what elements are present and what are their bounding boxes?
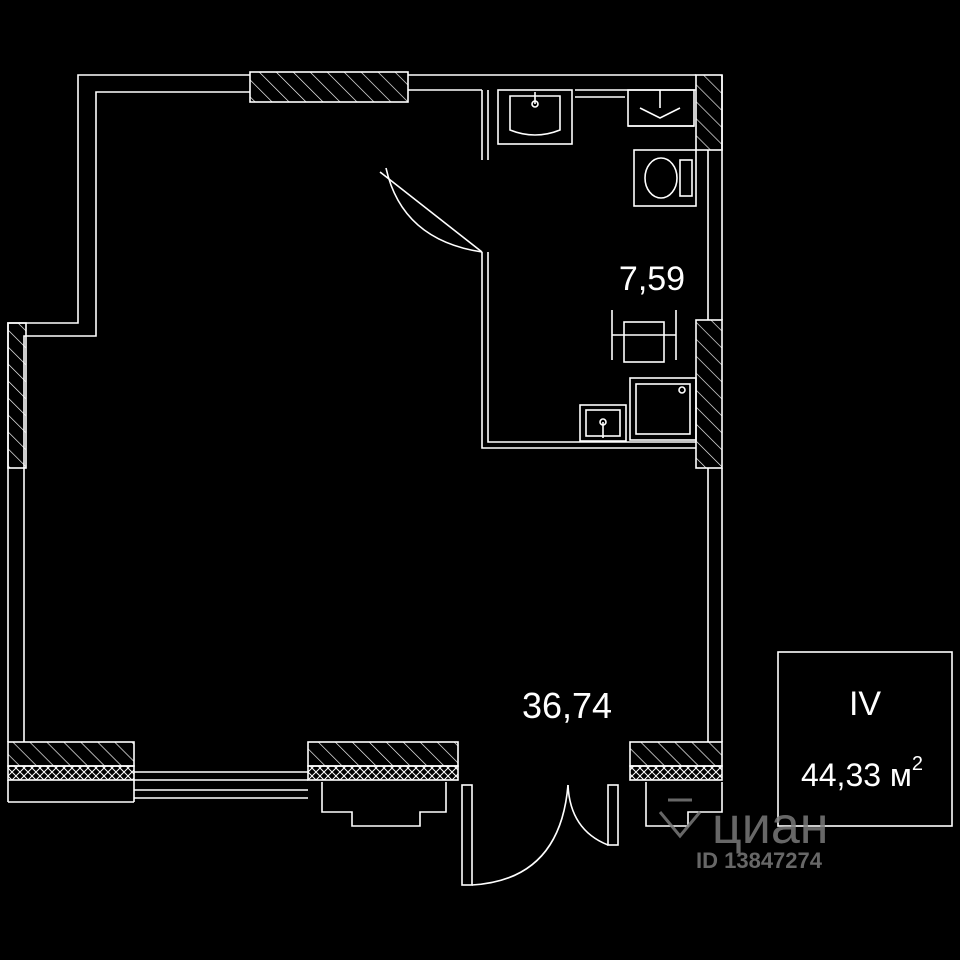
chair bbox=[611, 310, 677, 363]
exterior-walls bbox=[7, 74, 723, 742]
watermark: циан ID 13847274 bbox=[658, 797, 828, 873]
washing-machine bbox=[627, 89, 695, 127]
small-sink bbox=[579, 404, 627, 442]
total-area: 44,33 м2 bbox=[801, 753, 923, 793]
entrance-door bbox=[461, 784, 619, 886]
shower-tray bbox=[629, 377, 697, 441]
main-room-area-label: 36,74 bbox=[522, 685, 612, 726]
balcony-blocks bbox=[321, 782, 723, 827]
watermark-logo-icon bbox=[658, 798, 702, 839]
apartment-number: IV bbox=[849, 685, 881, 723]
toilet bbox=[633, 149, 697, 207]
bottom-windows bbox=[7, 771, 308, 803]
watermark-listing-id: ID 13847274 bbox=[696, 848, 823, 873]
bathroom-area-label: 7,59 bbox=[619, 260, 685, 298]
total-area-value: 44,33 м bbox=[801, 757, 912, 793]
bathroom-door bbox=[379, 167, 483, 253]
watermark-brand: циан bbox=[712, 797, 828, 855]
area-unit-exponent: 2 bbox=[912, 753, 923, 775]
wall-columns bbox=[7, 71, 723, 781]
apartment-info-box: IV 44,33 м2 bbox=[777, 651, 953, 827]
sink-fixture bbox=[497, 89, 573, 145]
